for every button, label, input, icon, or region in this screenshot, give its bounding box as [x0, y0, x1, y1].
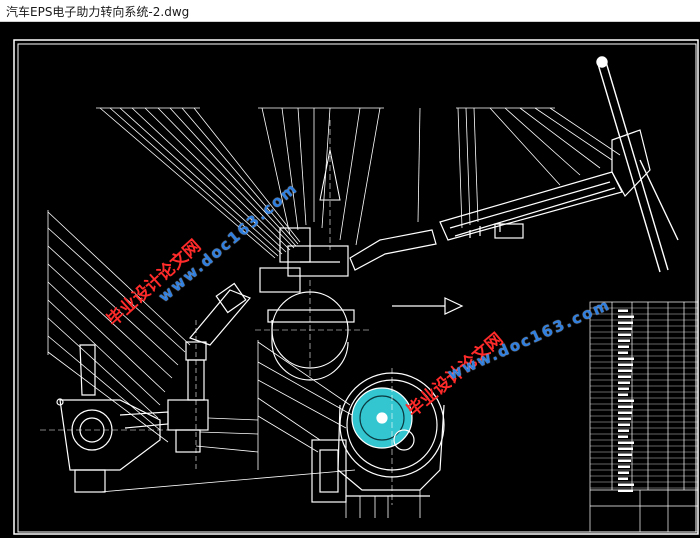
- parts-list-cell: [618, 441, 634, 444]
- parts-list-cell: [618, 453, 632, 456]
- parts-list-cell: [618, 399, 634, 402]
- parts-list-cell: [618, 483, 634, 486]
- leader-lines-left: [47, 210, 191, 443]
- window-title: 汽车EPS电子助力转向系统-2.dwg: [6, 5, 190, 19]
- parts-list-cell: [618, 429, 629, 432]
- parts-list-cell: [618, 477, 628, 480]
- steering-wheel-rod: [596, 56, 679, 273]
- parts-list-cell: [618, 471, 629, 474]
- parts-list-cell: [618, 309, 628, 312]
- parts-list-cell: [618, 327, 632, 330]
- title-block: [589, 301, 699, 533]
- knuckle-assembly: [40, 344, 170, 493]
- leader-lines-top-right: [456, 107, 621, 229]
- parts-list-cell: [618, 339, 630, 342]
- window-titlebar: 汽车EPS电子助力转向系统-2.dwg: [0, 0, 700, 22]
- intermediate-shaft: [259, 120, 437, 293]
- parts-list-rows: [590, 307, 698, 492]
- leader-lines-bottom: [345, 490, 421, 518]
- parts-list-cell: [618, 369, 632, 372]
- parts-list-cell: [618, 435, 628, 438]
- parts-list-cell: [618, 333, 631, 336]
- cad-drawing: [13, 39, 699, 535]
- parts-list-cell: [618, 459, 631, 462]
- parts-list-cell: [618, 375, 631, 378]
- parts-list-cell: [618, 405, 633, 408]
- parts-list-cell: [618, 351, 628, 354]
- drawing-border-inner: [17, 43, 697, 533]
- parts-list-cell: [618, 387, 629, 390]
- universal-joint-shaft: [167, 282, 251, 470]
- motor-section: [255, 280, 464, 381]
- parts-list-cell: [618, 465, 630, 468]
- drawing-border-outer: [13, 39, 699, 535]
- parts-list-cell: [618, 447, 633, 450]
- parts-list-cell: [618, 393, 628, 396]
- parts-list-cell: [618, 423, 630, 426]
- parts-list-cell: [618, 345, 629, 348]
- steering-column: [439, 129, 651, 241]
- parts-list-cell: [618, 417, 631, 420]
- parts-list-cell: [618, 381, 630, 384]
- cad-drawing-canvas[interactable]: 毕业设计论文网 www.doc163.com 毕业设计论文网 www.doc16…: [0, 22, 700, 538]
- parts-list-cell: [618, 321, 633, 324]
- parts-list-cell: [618, 411, 632, 414]
- parts-list-cell: [618, 363, 633, 366]
- parts-list-cell: [618, 489, 633, 492]
- parts-list-cell: [618, 357, 634, 360]
- parts-list-cell: [618, 315, 634, 318]
- leader-lines-center: [99, 340, 356, 493]
- leader-lines-top-left: [96, 107, 421, 259]
